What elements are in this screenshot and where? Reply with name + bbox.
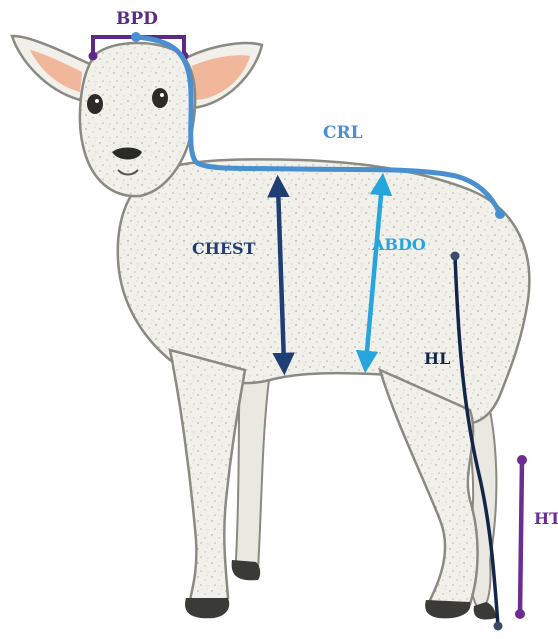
label-bpd: BPD xyxy=(116,9,158,29)
right-eye xyxy=(152,88,168,108)
left-eye xyxy=(87,94,103,114)
ht-measure xyxy=(515,455,527,619)
label-ht: HT xyxy=(534,509,558,528)
label-chest: CHEST xyxy=(192,239,256,258)
near-hind-leg xyxy=(380,370,478,618)
label-hl: HL xyxy=(424,349,450,368)
label-crl: CRL xyxy=(323,123,363,143)
near-front-leg xyxy=(170,350,245,618)
label-abdo: ABDO xyxy=(371,235,426,254)
left-ear xyxy=(12,36,92,100)
lamb-illustration xyxy=(12,36,529,620)
